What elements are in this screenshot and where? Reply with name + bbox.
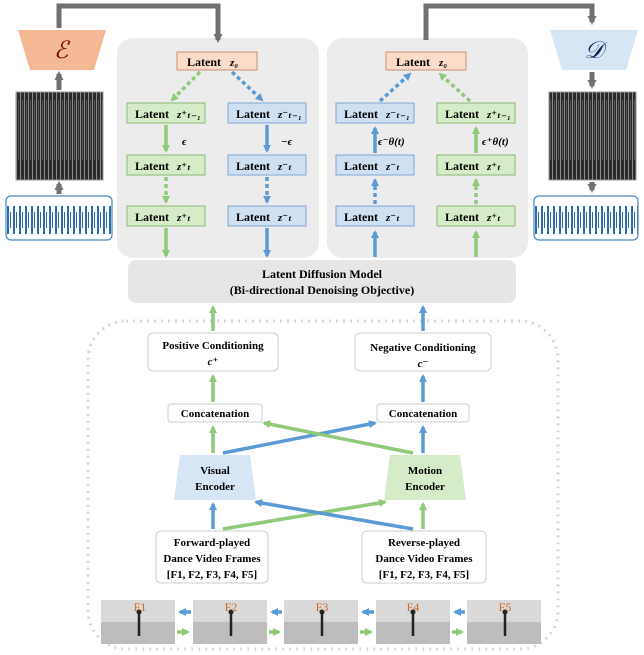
frame-thumb-1: F1 — [101, 600, 175, 644]
motion-encoder-shape — [384, 455, 466, 500]
input-waveform — [5, 195, 113, 241]
rev-right-latent-2-sub: z⁺ₜ — [486, 161, 501, 173]
visual-encoder-line2: Encoder — [195, 481, 235, 493]
negative-conditioning-symbol: c⁻ — [418, 358, 429, 370]
fwd-left-latent-2 — [126, 154, 206, 176]
rev-latent-z0-label: Latent — [396, 55, 430, 69]
fwd-right-latent-2-sub: z⁻ₜ — [277, 161, 292, 173]
encoder-symbol: ℰ — [54, 36, 71, 64]
fwd-left-latent-2-label: Latent — [135, 159, 169, 173]
output-waveform — [533, 195, 639, 241]
fwd-noise-right: −ϵ — [281, 136, 293, 148]
frame-label-5: F5 — [499, 600, 512, 614]
fwd-latent-z0 — [176, 51, 258, 71]
concat-right-box — [376, 403, 470, 423]
fwd-left-latent-3-label: Latent — [135, 210, 169, 224]
encoder-shape — [18, 30, 106, 70]
rev-left-latent-2 — [335, 154, 415, 176]
fwd-left-latent-3 — [126, 205, 206, 227]
rev-latent-z0 — [385, 51, 467, 71]
reverse-frames-line2: Dance Video Frames — [375, 553, 473, 565]
rev-right-latent-3-sub: z⁺ₜ — [486, 212, 501, 224]
fwd-latent-z0-sub: z₀ — [229, 57, 238, 69]
frame-label-2: F2 — [225, 600, 238, 614]
rev-left-latent-1 — [335, 102, 415, 124]
positive-conditioning-symbol: c⁺ — [208, 356, 219, 368]
input-spectrogram — [15, 91, 104, 181]
reverse-to-visual-arrow — [254, 499, 414, 531]
frame-label-1: F1 — [134, 600, 147, 614]
frame-thumb-4: F4 — [376, 600, 450, 644]
fwd-left-latent-1-label: Latent — [135, 107, 169, 121]
rev-left-latent-3-label: Latent — [344, 210, 378, 224]
fwd-latent-z0-label: Latent — [187, 55, 221, 69]
rev-right-latent-2 — [436, 154, 516, 176]
fwd-right-latent-3 — [227, 205, 307, 227]
ldm-title: Latent Diffusion Model — [262, 267, 383, 281]
fwd-right-latent-3-sub: z⁻ₜ — [277, 212, 292, 224]
rev-left-latent-3 — [335, 205, 415, 227]
concat-left-box — [167, 403, 263, 423]
frame-thumb-2: F2 — [193, 600, 267, 644]
output-spectrogram — [548, 91, 637, 181]
concat-right-label: Concatenation — [389, 408, 457, 420]
rev-left-latent-2-label: Latent — [344, 159, 378, 173]
frame-thumb-5: F5 — [467, 600, 541, 644]
fwd-right-latent-2-label: Latent — [236, 159, 270, 173]
ldm-box — [128, 260, 516, 303]
forward-to-motion-arrow — [222, 499, 387, 531]
reverse-frames-line1: Reverse-played — [388, 537, 460, 549]
rev-left-latent-2-sub: z⁻ₜ — [385, 161, 400, 173]
latent-to-decoder-arrow — [423, 3, 597, 40]
rev-left-latent-1-sub: z⁻ₜ₋₁ — [385, 109, 410, 121]
fwd-left-latent-3-sub: z⁺ₜ — [176, 212, 191, 224]
rev-left-latent-1-label: Latent — [344, 107, 378, 121]
fwd-left-latent-1 — [126, 102, 206, 124]
rev-right-latent-1 — [436, 102, 516, 124]
frame-label-4: F4 — [407, 600, 420, 614]
fwd-left-latent-2-sub: z⁺ₜ — [176, 161, 191, 173]
fwd-right-latent-1-sub: z⁻ₜ₋₁ — [277, 109, 302, 121]
rev-right-latent-3 — [436, 205, 516, 227]
rev-right-latent-1-sub: z⁺ₜ₋₁ — [486, 109, 511, 121]
positive-conditioning-label: Positive Conditioning — [162, 340, 264, 352]
frame-thumb-3: F3 — [284, 600, 358, 644]
visual-encoder-line1: Visual — [200, 465, 230, 477]
rev-right-latent-1-label: Latent — [445, 107, 479, 121]
positive-conditioning-box — [147, 332, 279, 372]
negative-conditioning-box — [354, 332, 492, 372]
rev-noise-left: ϵ⁻θ(t) — [378, 136, 405, 148]
rev-latent-z0-sub: z₀ — [438, 57, 447, 69]
ldm-subtitle: (Bi-directional Denoising Objective) — [230, 283, 414, 297]
fwd-right-latent-1-label: Latent — [236, 107, 270, 121]
rev-left-latent-3-sub: z⁻ₜ — [385, 212, 400, 224]
rev-right-latent-3-label: Latent — [445, 210, 479, 224]
rev-noise-right: ϵ⁺θ(t) — [482, 136, 509, 148]
fwd-right-latent-2 — [227, 154, 307, 176]
rev-right-latent-2-label: Latent — [445, 159, 479, 173]
frame-label-3: F3 — [316, 600, 329, 614]
fwd-right-latent-1 — [227, 102, 307, 124]
conditioning-region-border — [86, 319, 560, 651]
fwd-noise-left: ϵ — [182, 136, 187, 148]
encoder-to-latent-arrow — [56, 3, 223, 43]
fwd-right-latent-3-label: Latent — [236, 210, 270, 224]
forward-frames-line2: Dance Video Frames — [163, 553, 261, 565]
reverse-frames-box — [361, 530, 487, 584]
visual-to-concat-right-arrow — [222, 420, 377, 455]
forward-frames-line1: Forward-played — [174, 537, 250, 549]
visual-encoder-shape — [174, 455, 256, 500]
concat-left-label: Concatenation — [181, 408, 249, 420]
motion-encoder-line2: Encoder — [405, 481, 445, 493]
negative-conditioning-label: Negative Conditioning — [370, 342, 476, 354]
forward-frames-line3: [F1, F2, F3, F4, F5] — [167, 569, 257, 581]
fwd-left-latent-1-sub: z⁺ₜ₋₁ — [176, 109, 201, 121]
decoder-shape — [550, 30, 638, 70]
motion-encoder-line1: Motion — [408, 465, 442, 477]
motion-to-concat-left-arrow — [262, 420, 414, 455]
reverse-frames-line3: [F1, F2, F3, F4, F5] — [379, 569, 469, 581]
forward-frames-box — [155, 530, 269, 584]
